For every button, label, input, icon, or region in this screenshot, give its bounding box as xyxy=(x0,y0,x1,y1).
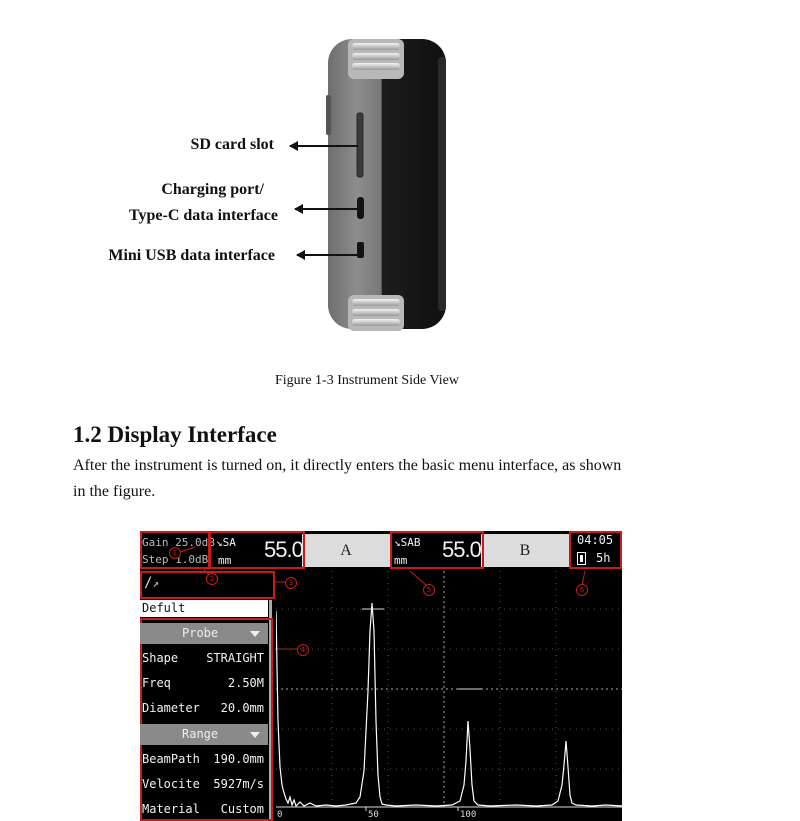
range-section-header[interactable]: Range xyxy=(140,724,268,745)
x-tick-label-0: 0 xyxy=(277,810,283,820)
x-tick-label-100: 100 xyxy=(460,810,477,820)
sa-arrow-icon: ↘ xyxy=(216,536,223,549)
section-heading: 1.2 Display Interface xyxy=(73,422,277,447)
charging-port-label-line1: Charging port/ xyxy=(161,181,264,198)
gain-readout: Gain 25.0dB xyxy=(142,536,215,549)
gate-a-box[interactable]: A xyxy=(302,534,390,567)
instrument-side-view xyxy=(326,37,448,331)
sab-arrow-icon: ↘ xyxy=(394,536,401,549)
echo-mode-icon[interactable]: /↗ xyxy=(144,575,160,591)
highlight-sa-readout xyxy=(209,531,305,569)
gate-lines xyxy=(276,571,622,807)
callout-5: 5 xyxy=(423,584,435,596)
charging-port-label-line2: Type-C data interface xyxy=(129,207,278,224)
highlight-status xyxy=(569,531,622,569)
chevron-down-icon xyxy=(250,732,260,738)
highlight-menu xyxy=(140,618,273,821)
charging-port-arrow xyxy=(294,204,357,214)
gate-b-box[interactable]: B xyxy=(481,534,569,567)
sd-card-slot-label: SD card slot xyxy=(190,136,274,153)
sab-label: ↘SAB xyxy=(394,536,421,549)
a-scan-trace xyxy=(276,602,622,808)
preset-name-field[interactable]: Defult xyxy=(140,600,268,617)
menu-scrollbar[interactable] xyxy=(269,600,272,821)
section-body-line1: After the instrument is turned on, it di… xyxy=(73,457,622,474)
callout-leaders xyxy=(179,546,586,650)
device-screen: Gain 25.0dB Step 1.0dB ↘SA mm 55.00 A ↘S… xyxy=(140,531,622,821)
step-readout: Step 1.0dB xyxy=(142,553,209,566)
sa-unit: mm xyxy=(218,554,232,567)
grid-lines xyxy=(276,571,622,807)
section-body-line2: in the figure. xyxy=(73,483,156,500)
mini-usb-label: Mini USB data interface xyxy=(108,247,275,264)
callout-2: 2 xyxy=(206,573,218,585)
probe-section-title: Probe xyxy=(182,626,219,640)
highlight-sab-readout xyxy=(390,531,484,569)
instrument-side-illustration xyxy=(326,39,446,331)
battery-hours: 5h xyxy=(596,551,611,565)
a-scan-waveform xyxy=(276,571,622,811)
highlight-mode-icon xyxy=(140,571,275,599)
battery-icon xyxy=(577,552,586,565)
figure-caption: Figure 1-3 Instrument Side View xyxy=(275,373,459,388)
probe-section-header[interactable]: Probe xyxy=(140,623,268,644)
mini-usb-arrow xyxy=(296,250,357,260)
sab-unit: mm xyxy=(394,554,408,567)
range-section-title: Range xyxy=(182,727,219,741)
callout-4: 4 xyxy=(297,644,309,656)
callout-1: 1 xyxy=(169,547,181,559)
sa-label: ↘SA xyxy=(216,536,236,549)
callout-3: 3 xyxy=(285,577,297,589)
sd-card-arrow xyxy=(289,141,358,151)
preset-name: Defult xyxy=(142,601,186,615)
clock: 04:05 xyxy=(577,533,614,547)
x-tick-label-50: 50 xyxy=(368,810,379,820)
chevron-down-icon xyxy=(250,631,260,637)
